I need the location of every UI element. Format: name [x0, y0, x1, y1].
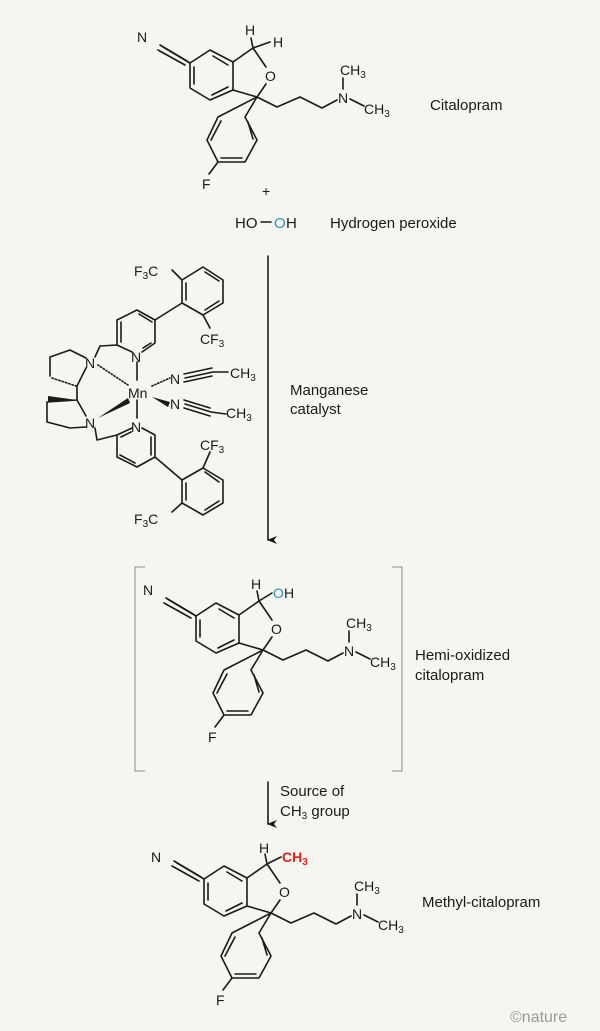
- methyl-label: CH3: [340, 62, 366, 81]
- atom-mn: Mn: [128, 385, 147, 401]
- intermediate-label: citalopram: [415, 667, 484, 684]
- citalopram-label: Citalopram: [430, 97, 503, 114]
- hemi-skeleton: [163, 597, 371, 728]
- highlighted-oxygen: O: [273, 585, 284, 601]
- atom-n: N: [170, 371, 180, 387]
- hemi-oxidized-citalopram-structure: N H O H O N CH3 CH3 F: [143, 576, 396, 745]
- atom-f: F: [202, 176, 211, 192]
- atom-n-amine: N: [338, 90, 348, 106]
- ch-bonds: [264, 853, 282, 865]
- step2-label: Source of: [280, 783, 345, 800]
- peroxide-h: H: [286, 215, 297, 232]
- catalyst-label: Manganese: [290, 382, 368, 399]
- trifluoromethyl-label: CF3: [200, 331, 225, 350]
- methyl-label: CH3: [370, 654, 396, 673]
- hydrogen-peroxide-label: Hydrogen peroxide: [330, 215, 457, 232]
- atom-n-amine: N: [352, 906, 362, 922]
- atom-f: F: [208, 729, 217, 745]
- methyl-label: CH3: [378, 917, 404, 936]
- bracket-right: [392, 566, 403, 772]
- atom-h: H: [251, 576, 261, 592]
- highlighted-methyl: CH3: [282, 849, 308, 868]
- peroxide-ho: HO: [235, 215, 258, 232]
- atom-n-nitrile: N: [143, 582, 153, 598]
- atom-h: H: [273, 34, 283, 50]
- atom-n: N: [131, 419, 141, 435]
- methyl-label: CH3: [364, 101, 390, 120]
- atom-h: H: [245, 22, 255, 38]
- atom-o: O: [271, 621, 282, 637]
- nature-credit: ©nature: [510, 1009, 567, 1026]
- product-label: Methyl-citalopram: [422, 894, 540, 911]
- atom-n-amine: N: [344, 643, 354, 659]
- ch-bonds: [256, 590, 273, 602]
- catalyst-label: catalyst: [290, 401, 342, 418]
- trifluoromethyl-label: CF3: [200, 437, 225, 456]
- hydrogen-peroxide-formula: HO O H: [235, 215, 297, 232]
- atom-o: O: [265, 68, 276, 84]
- atom-n: N: [85, 355, 95, 371]
- methyl-label: CH3: [346, 615, 372, 634]
- atom-n-nitrile: N: [137, 29, 147, 45]
- trifluoromethyl-label: F3C: [134, 511, 158, 530]
- methyl-citalopram-structure: N H CH3 O N CH3 CH3 F: [151, 840, 404, 1008]
- methyl-label: CH3: [354, 878, 380, 897]
- bracket-left: [134, 566, 145, 772]
- atom-o: O: [279, 884, 290, 900]
- atom-n: N: [131, 349, 141, 365]
- atom-h: H: [259, 840, 269, 856]
- plus-sign: +: [262, 183, 270, 199]
- methyl-label: CH3: [226, 405, 252, 424]
- methyl-label: CH3: [230, 365, 256, 384]
- atom-f: F: [216, 992, 225, 1008]
- step2-label: CH3 group: [280, 803, 350, 822]
- atom-n-nitrile: N: [151, 849, 161, 865]
- atom-n: N: [85, 415, 95, 431]
- manganese-catalyst-structure: Mn N N N N N N CH3 CH3 F3C CF3 CF3 F3C: [46, 263, 256, 530]
- citalopram-structure: N H H O N CH3 CH3 F: [137, 22, 390, 192]
- intermediate-label: Hemi-oxidized: [415, 647, 510, 664]
- product-skeleton: [171, 860, 379, 991]
- highlighted-oxygen: O: [274, 215, 286, 232]
- trifluoromethyl-label: F3C: [134, 263, 158, 282]
- citalopram-skeleton: [157, 44, 365, 175]
- atom-n: N: [170, 396, 180, 412]
- ch2-bonds: [250, 37, 271, 49]
- atom-h: H: [284, 585, 294, 601]
